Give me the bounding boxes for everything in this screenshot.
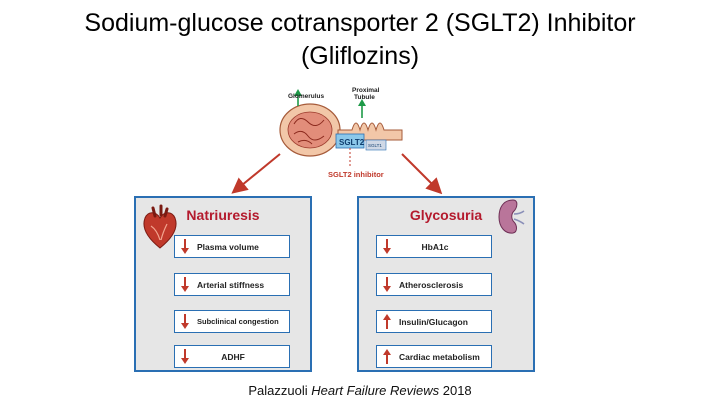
- glomerulus-label: Glomerulus: [288, 93, 325, 100]
- tubule-label-line2: Tubule: [354, 94, 375, 101]
- down-arrow-icon: [175, 274, 195, 295]
- glomerulus-graphic: [279, 103, 341, 157]
- up-arrow-icon: [377, 311, 397, 332]
- natriuresis-title: Natriuresis: [186, 207, 260, 223]
- citation-author: Palazzuoli: [248, 383, 308, 398]
- list-item: HbA1c: [376, 235, 492, 258]
- list-item: Plasma volume: [174, 235, 290, 258]
- sglt1-label: SGLT1: [368, 143, 382, 148]
- nephron-illustration: Glomerulus Proximal Tubule SGLT2 SGLT1 S…: [279, 87, 403, 179]
- down-arrow-icon: [175, 311, 195, 332]
- down-arrow-icon: [377, 274, 397, 295]
- glycosuria-panel: Glycosuria HbA1c Atherosclerosis Insulin…: [357, 196, 535, 372]
- down-arrow-icon: [377, 236, 397, 257]
- list-item: Arterial stiffness: [174, 273, 290, 296]
- glycosuria-title: Glycosuria: [409, 207, 483, 223]
- list-item: Subclinical congestion: [174, 310, 290, 333]
- list-item: Insulin/Glucagon: [376, 310, 492, 333]
- up-arrow-icon: [294, 89, 366, 118]
- tubule-label-line1: Proximal: [352, 87, 380, 94]
- citation-year: 2018: [442, 383, 472, 398]
- slide-title-line2: (Gliflozins): [300, 42, 420, 70]
- sglt1-box: [365, 139, 387, 151]
- inhibitor-label: SGLT2 inhibitor: [328, 170, 384, 179]
- citation-journal: Heart Failure Reviews: [311, 383, 440, 398]
- list-item: Atherosclerosis: [376, 273, 492, 296]
- item-label: HbA1c: [421, 241, 449, 252]
- slide-title-line1: Sodium-glucose cotransporter 2 (SGLT2) I…: [84, 9, 636, 37]
- heart-icon: [143, 204, 177, 249]
- item-label: Atherosclerosis: [399, 279, 464, 290]
- kidney-icon: [498, 199, 525, 234]
- item-label: Subclinical congestion: [197, 317, 279, 326]
- up-arrow-icon: [377, 346, 397, 367]
- item-label: Plasma volume: [197, 241, 259, 252]
- item-label: Cardiac metabolism: [399, 351, 480, 362]
- natriuresis-panel: Natriuresis Plasma volume Arterial stiff…: [134, 196, 312, 372]
- list-item: Cardiac metabolism: [376, 345, 492, 368]
- item-label: Arterial stiffness: [197, 279, 265, 290]
- list-item: ADHF: [174, 345, 290, 368]
- sglt2-label: SGLT2: [339, 138, 365, 147]
- citation: Palazzuoli Heart Failure Reviews 2018: [0, 383, 720, 398]
- item-label: ADHF: [221, 351, 245, 362]
- item-label: Insulin/Glucagon: [399, 316, 468, 327]
- down-arrow-icon: [175, 236, 195, 257]
- down-arrow-icon: [175, 346, 195, 367]
